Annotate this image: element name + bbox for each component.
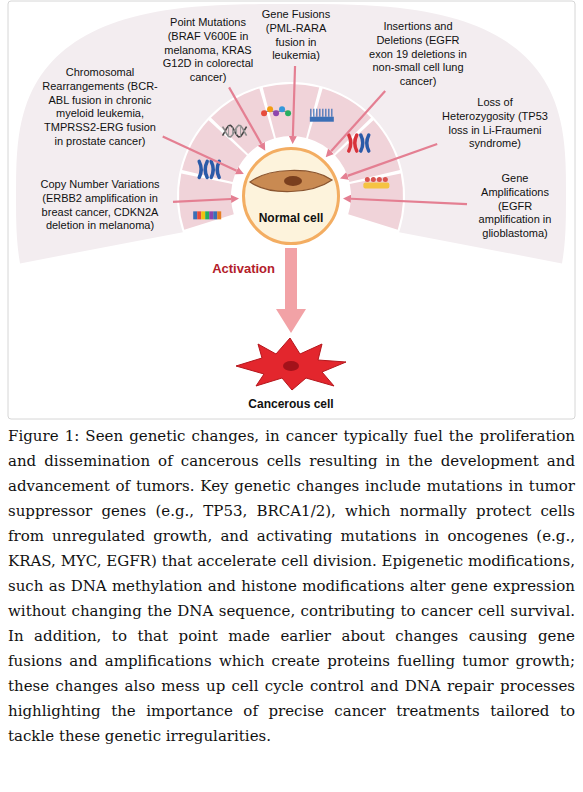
dna-rung <box>228 126 229 137</box>
cancer-cell-icon <box>236 338 346 390</box>
node-text: Insertions and Deletions (EGFR exon 19 d… <box>368 20 468 89</box>
node-text: Chromosomal Rearrangements (BCR-ABL fusi… <box>40 66 160 149</box>
fusion-bead <box>285 110 291 116</box>
cnv-stripe <box>193 211 197 219</box>
figure-frame <box>8 1 575 419</box>
influence-arrow <box>293 66 295 136</box>
category-label: Loss of Heterozygosity (TP53 loss in Li-… <box>440 96 550 151</box>
segment-icon <box>199 161 219 177</box>
node-text: Point Mutations (BRAF V600E in melanoma,… <box>158 16 258 85</box>
node-text: Loss of Heterozygosity (TP53 loss in Li-… <box>440 96 550 151</box>
segment-icon <box>349 135 369 151</box>
category-label: Copy Number Variations (ERBB2 amplificat… <box>30 178 170 233</box>
dna-strand <box>223 125 247 137</box>
segment-icon <box>310 109 334 122</box>
dna-rung <box>244 130 245 132</box>
chromosome-icon <box>199 161 207 177</box>
cnv-stripe <box>213 211 217 219</box>
node-text: Cancerous cell <box>248 397 333 411</box>
chromosome-icon <box>349 135 357 151</box>
amplified-strand <box>363 183 389 189</box>
chromosome-icon <box>361 135 369 151</box>
dna-tick <box>319 109 320 117</box>
dna-rung <box>236 127 237 134</box>
segment-icon <box>363 177 389 189</box>
fan-background <box>16 4 566 263</box>
cnv-stripe <box>209 211 213 219</box>
fusion-bead <box>273 110 279 116</box>
dna-tick <box>328 109 329 117</box>
figure-caption: Figure 1: Seen genetic changes, in cance… <box>8 424 575 749</box>
cnv-stripe <box>205 211 209 219</box>
amplicon-bead <box>383 177 388 182</box>
amplicon-bead <box>371 177 376 182</box>
dna-tick <box>313 109 314 117</box>
dna-strand <box>223 125 247 137</box>
normal-cell-icon <box>250 170 332 191</box>
inner-segment <box>308 89 371 154</box>
normal-cell-fill <box>243 148 339 244</box>
influence-arrow <box>229 87 261 144</box>
cell-nucleus <box>284 176 302 186</box>
cancer-nucleus <box>283 361 299 371</box>
influence-arrow <box>331 91 385 151</box>
dna-bar <box>310 117 334 122</box>
influence-arrow <box>173 199 231 202</box>
edge-label: Activation <box>210 261 277 276</box>
cnv-stripe <box>201 211 205 219</box>
influence-arrow <box>348 144 438 176</box>
dna-tick <box>322 109 323 117</box>
dna-tick <box>331 109 332 117</box>
influence-arrow <box>163 136 237 170</box>
influence-arrow <box>351 199 467 204</box>
dna-tick <box>325 109 326 117</box>
category-label: Gene Amplifications (EGFR amplification … <box>470 172 560 241</box>
cnv-stripe <box>197 211 201 219</box>
amplicon-bead <box>365 177 370 182</box>
dna-rung <box>240 126 241 137</box>
node-text: Gene Amplifications (EGFR amplification … <box>470 172 560 241</box>
outer-band <box>16 4 566 263</box>
segment-icon <box>261 106 291 116</box>
cnv-stripe <box>217 211 221 219</box>
normal-cell-circle: Normal cell <box>242 147 340 245</box>
fusion-bead <box>279 106 285 112</box>
category-label: Gene Fusions (PML-RARA fusion in leukemi… <box>259 8 333 63</box>
node-text: Copy Number Variations (ERBB2 amplificat… <box>30 178 170 233</box>
dna-tick <box>316 109 317 117</box>
node-text: Normal cell <box>259 211 324 225</box>
fusion-bead <box>267 106 273 112</box>
category-label: Insertions and Deletions (EGFR exon 19 d… <box>368 20 468 89</box>
segment-icon <box>193 211 221 219</box>
chromosome-icon <box>211 161 219 177</box>
activation-arrow <box>285 248 297 309</box>
category-label: Point Mutations (BRAF V600E in melanoma,… <box>158 16 258 85</box>
segment-icon <box>223 125 247 137</box>
amplicon-bead <box>377 177 382 182</box>
cancer-cell-node: Cancerous cell <box>226 336 356 412</box>
dna-rung <box>224 130 225 132</box>
category-label: Chromosomal Rearrangements (BCR-ABL fusi… <box>40 66 160 149</box>
node-text: Gene Fusions (PML-RARA fusion in leukemi… <box>259 8 333 63</box>
dna-tick <box>310 109 311 117</box>
dna-rung <box>232 127 233 134</box>
inner-segment <box>182 120 247 182</box>
fusion-bead <box>261 110 267 116</box>
